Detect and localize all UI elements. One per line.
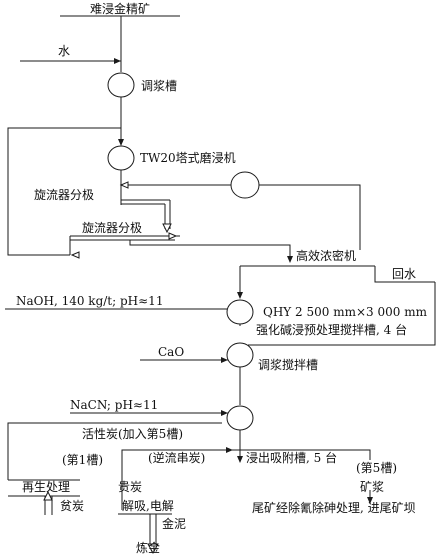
tower-mill xyxy=(107,145,135,171)
leach-adsorption-tank xyxy=(226,405,254,431)
alkali-pretreatment-agitator xyxy=(226,299,254,325)
regenerated-carbon-loop xyxy=(7,422,222,480)
label-loaded-carbon: 贵炭 xyxy=(118,480,142,494)
label-gold-mud: 金泥 xyxy=(162,516,186,531)
label-cao: CaO xyxy=(158,345,184,359)
label-tailings: 尾矿经除氰除砷处理, 进尾矿坝 xyxy=(252,500,416,515)
label-carbon-add: 活性炭(加入第5槽) xyxy=(82,427,183,441)
cyclone-2-in-arrow xyxy=(168,232,178,240)
label-slurry-tank-1: 调浆槽 xyxy=(141,78,177,93)
label-cyclone-2: 旋流器分极 xyxy=(82,221,142,235)
cyclone-2-overflow xyxy=(129,240,291,262)
label-nacn: NaCN; pH≈11 xyxy=(70,398,158,412)
thickener-to-pump xyxy=(259,184,361,250)
cyclone-2-recycle-arrow xyxy=(70,251,80,259)
cyclone-underflow-recycle xyxy=(7,127,121,256)
recycle-pump xyxy=(230,171,260,199)
water-arrow xyxy=(114,58,121,64)
label-slurry-tank-2: 调浆搅拌槽 xyxy=(258,357,318,372)
tank5-branch xyxy=(240,449,371,460)
label-tank-1: (第1槽) xyxy=(62,453,103,467)
agitator-return-loop xyxy=(248,282,436,346)
label-naoh: NaOH, 140 kg/t; pH≈11 xyxy=(16,294,163,308)
label-desorption: 解吸,电解 xyxy=(122,499,174,513)
pump-return-arrow xyxy=(119,181,129,189)
label-agitator-desc: 强化碱浸预处理搅拌槽, 4 台 xyxy=(256,322,407,337)
countercurrent-line xyxy=(121,449,240,498)
gold-mud-arrow xyxy=(147,543,159,555)
cyclone-1-arrow xyxy=(162,223,172,234)
label-cyclone-1: 旋流器分极 xyxy=(34,188,94,202)
tailings-arrow xyxy=(367,497,373,504)
arrow-to-thickener xyxy=(287,256,293,263)
label-tank-5: (第5槽) xyxy=(356,461,397,475)
label-barren-carbon: 贫炭 xyxy=(60,498,84,513)
nacn-arrow xyxy=(221,410,228,416)
label-leach-adsorb: 浸出吸附槽, 5 台 xyxy=(246,450,337,465)
arrow-to-mill xyxy=(118,139,124,146)
label-ore-slurry: 矿浆 xyxy=(360,479,384,494)
cao-arrow xyxy=(221,357,228,363)
label-regeneration: 再生处理 xyxy=(22,480,70,494)
label-return-water: 回水 xyxy=(392,267,416,281)
underflow-arrow xyxy=(237,292,243,299)
label-thickener: 高效浓密机 xyxy=(296,248,356,263)
countercurrent-arrow xyxy=(226,447,233,453)
label-feed: 难浸金精矿 xyxy=(90,1,150,16)
arrow-leach-out xyxy=(237,456,243,463)
label-agitator-spec: QHY 2 500 mm×3 000 mm xyxy=(263,305,428,319)
label-tower-mill: TW20塔式磨浸机 xyxy=(140,151,236,165)
label-water: 水 xyxy=(58,44,70,58)
label-smelting: 炼金 xyxy=(136,540,160,555)
slurry-tank-1 xyxy=(107,72,135,98)
slurry-agitator-2 xyxy=(226,342,254,368)
label-countercurrent: (逆流串炭) xyxy=(148,450,205,465)
return-water-line xyxy=(374,266,435,283)
barren-carbon-arrow xyxy=(43,490,53,501)
